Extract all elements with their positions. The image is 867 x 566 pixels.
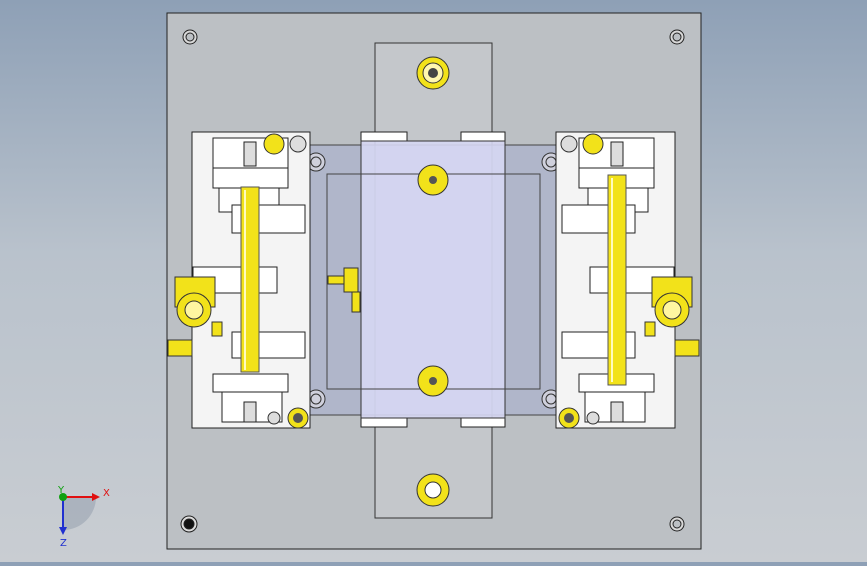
carriage-knob-bottom[interactable] <box>417 365 449 397</box>
rail-knob-top[interactable] <box>416 56 450 90</box>
axis-y-label: Y <box>57 485 65 496</box>
rail-end-block-top-left <box>360 131 408 142</box>
rail-end-block-bottom-left <box>360 417 408 428</box>
left-clamp-assembly[interactable] <box>167 131 311 429</box>
axis-z-label: Z <box>60 538 67 549</box>
axis-x-label: X <box>103 488 110 499</box>
carriage-fitting <box>327 267 361 313</box>
rail-end-block-top-right <box>460 131 506 142</box>
carriage-knob-top[interactable] <box>417 164 449 196</box>
right-clamp-assembly[interactable] <box>555 131 700 429</box>
rail-end-block-bottom-right <box>460 417 506 428</box>
corner-holes <box>180 29 685 533</box>
coordinate-triad <box>59 493 100 535</box>
rail-knob-bottom[interactable] <box>416 473 450 507</box>
